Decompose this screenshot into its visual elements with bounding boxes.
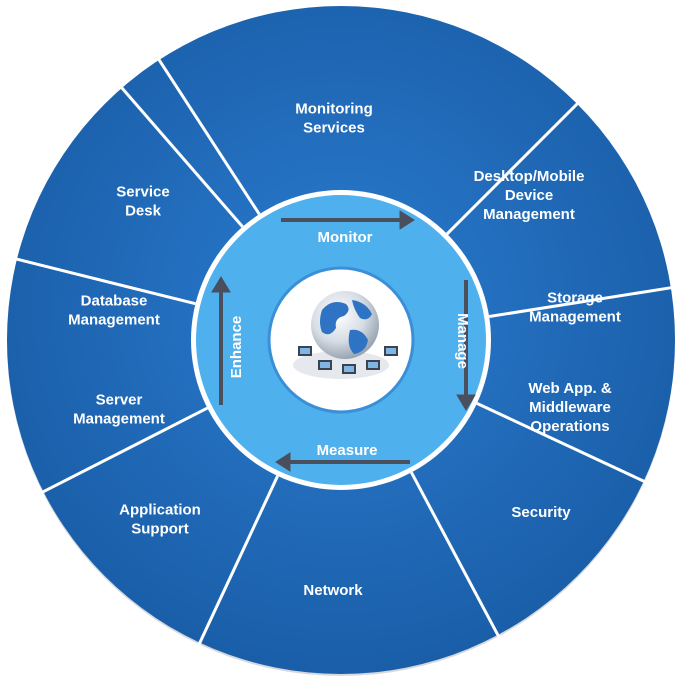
segment-divider [156, 57, 261, 216]
segment-label-line: Database [81, 293, 148, 310]
segment-label-network: Network [303, 582, 363, 599]
segment-divider [40, 406, 209, 494]
segment-label-line: Services [303, 120, 365, 137]
segment-label-line: Network [303, 582, 363, 599]
monitor-arrowhead [399, 210, 415, 230]
segment-label-line: Device [505, 187, 553, 204]
measure-label: Measure [317, 442, 378, 459]
segment-label-security: Security [511, 504, 571, 521]
segment-label-line: Middleware [529, 399, 611, 416]
globe-network-icon [293, 291, 398, 379]
segment-divider [446, 101, 580, 235]
manage-arrowhead [456, 394, 476, 411]
manage-label: Manage [454, 313, 471, 369]
segment-label-line: Security [511, 504, 571, 521]
enhance-arrowhead [211, 276, 231, 293]
segment-divider [410, 471, 501, 638]
segment-divider [476, 402, 647, 484]
segment-label-line: Service [116, 184, 169, 201]
segment-divider [14, 257, 196, 306]
segment-divider [488, 285, 674, 319]
segment-label-line: Management [68, 312, 160, 329]
segment-divider [119, 85, 244, 228]
segment-label-line: Desk [125, 203, 162, 220]
segment-label-line: Management [483, 206, 575, 223]
enhance-label: Enhance [228, 316, 245, 379]
segment-label-line: Desktop/Mobile [474, 168, 585, 185]
monitor-label: Monitor [318, 229, 373, 246]
segment-label-line: Management [529, 309, 621, 326]
segment-divider [197, 475, 279, 646]
segment-label-line: Server [96, 392, 143, 409]
segment-label-line: Operations [530, 418, 609, 435]
segment-label-line: Support [131, 521, 189, 538]
segment-dividers [14, 57, 674, 646]
segment-label-line: Web App. & [528, 380, 611, 397]
segment-label-line: Application [119, 502, 201, 519]
segment-label-line: Storage [547, 290, 603, 307]
segment-label-line: Management [73, 411, 165, 428]
cycle-arrows [211, 210, 476, 472]
segment-label-line: Monitoring [295, 101, 372, 118]
measure-arrowhead [275, 452, 291, 472]
